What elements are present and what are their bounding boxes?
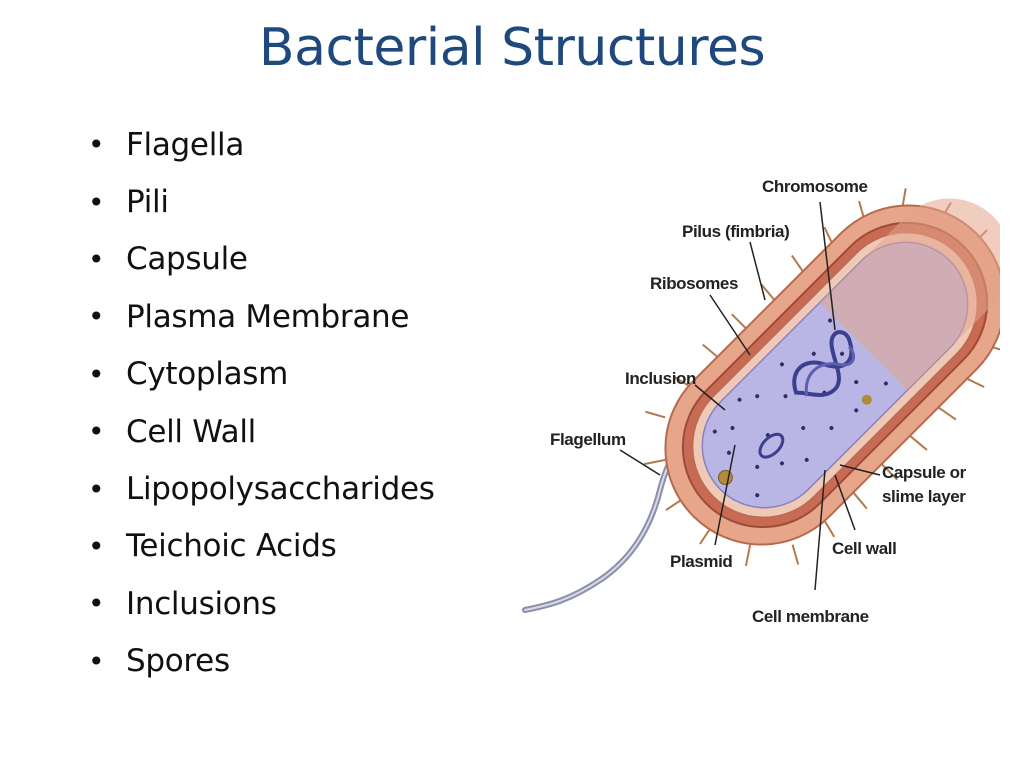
bullet-glyph: •	[88, 357, 105, 391]
list-item: • Teichoic Acids	[88, 518, 435, 575]
label-chromosome: Chromosome	[762, 177, 868, 196]
bullet-glyph: •	[88, 242, 105, 276]
bullet-text: Inclusions	[126, 585, 277, 622]
bullet-text: Flagella	[126, 126, 245, 163]
bullet-glyph: •	[88, 300, 105, 334]
cutaway-shell	[819, 198, 1000, 391]
label-plasmid: Plasmid	[670, 552, 732, 571]
slide-title: Bacterial Structures	[258, 18, 766, 78]
label-cell-membrane: Cell membrane	[752, 607, 869, 626]
bullet-text: Plasma Membrane	[126, 298, 410, 335]
bullet-glyph: •	[88, 185, 105, 219]
label-flagellum: Flagellum	[550, 430, 626, 449]
bacterium-diagram: Chromosome Pilus (fimbria) Ribosomes Inc…	[522, 177, 1000, 626]
list-item: • Lipopolysaccharides	[88, 460, 435, 517]
list-item: • Flagella	[88, 116, 435, 173]
bullet-text: Spores	[126, 643, 230, 680]
bullet-list: • Flagella • Pili • Capsule • Plasma Membran…	[88, 116, 435, 690]
bullet-text: Teichoic Acids	[126, 528, 337, 565]
inclusion-granule	[861, 394, 872, 405]
bullet-text: Cytoplasm	[126, 356, 289, 393]
label-capsule-line2: slime layer	[882, 487, 966, 506]
list-item: • Inclusions	[88, 575, 435, 632]
bullet-glyph: •	[88, 644, 105, 678]
list-item: • Plasma Membrane	[88, 288, 435, 345]
bullet-text: Pili	[126, 184, 169, 221]
label-cell-wall: Cell wall	[832, 539, 896, 558]
ribosome-dots	[712, 318, 888, 498]
list-item: • Cell Wall	[88, 403, 435, 460]
bullet-text: Cell Wall	[126, 413, 256, 450]
label-capsule-line1: Capsule or	[882, 463, 967, 482]
bullet-text: Capsule	[126, 241, 248, 278]
label-inclusion: Inclusion	[625, 369, 696, 388]
label-ribosomes: Ribosomes	[650, 274, 738, 293]
bullet-glyph: •	[88, 128, 105, 162]
leader-lines	[619, 201, 881, 591]
list-item: • Cytoplasm	[88, 346, 435, 403]
bullet-glyph: •	[88, 472, 105, 506]
list-item: • Capsule	[88, 231, 435, 288]
list-item: • Spores	[88, 633, 435, 690]
list-item: • Pili	[88, 173, 435, 230]
chromosome-coil	[792, 330, 854, 397]
bullet-glyph: •	[88, 587, 105, 621]
label-pilus: Pilus (fimbria)	[682, 222, 789, 241]
bullet-glyph: •	[88, 529, 105, 563]
bullet-text: Lipopolysaccharides	[126, 471, 435, 508]
bullet-glyph: •	[88, 415, 105, 449]
plasmid-ring	[758, 432, 785, 459]
